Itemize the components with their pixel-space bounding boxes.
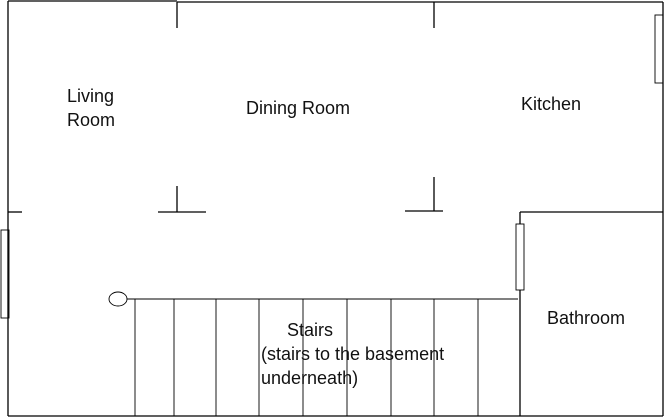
living-room-label-line2: Room	[67, 110, 116, 130]
kitchen-label: Kitchen	[521, 94, 582, 114]
stairs-label: Stairs (stairs to the basement underneat…	[261, 318, 444, 390]
stairs-note-line1: (stairs to the basement	[261, 344, 445, 364]
window-living-room	[0, 229, 10, 319]
living-room-label-line1: Living	[67, 86, 115, 106]
living-room-label: Living Room	[67, 84, 115, 132]
door-bathroom	[515, 223, 525, 291]
stairs-note-line2: underneath)	[261, 368, 359, 388]
stair-newel-post	[108, 291, 128, 307]
bathroom-label: Bathroom	[547, 308, 626, 328]
stairs-title: Stairs	[287, 320, 334, 340]
window-kitchen	[654, 14, 664, 84]
dining-room-label: Dining Room	[246, 98, 351, 118]
